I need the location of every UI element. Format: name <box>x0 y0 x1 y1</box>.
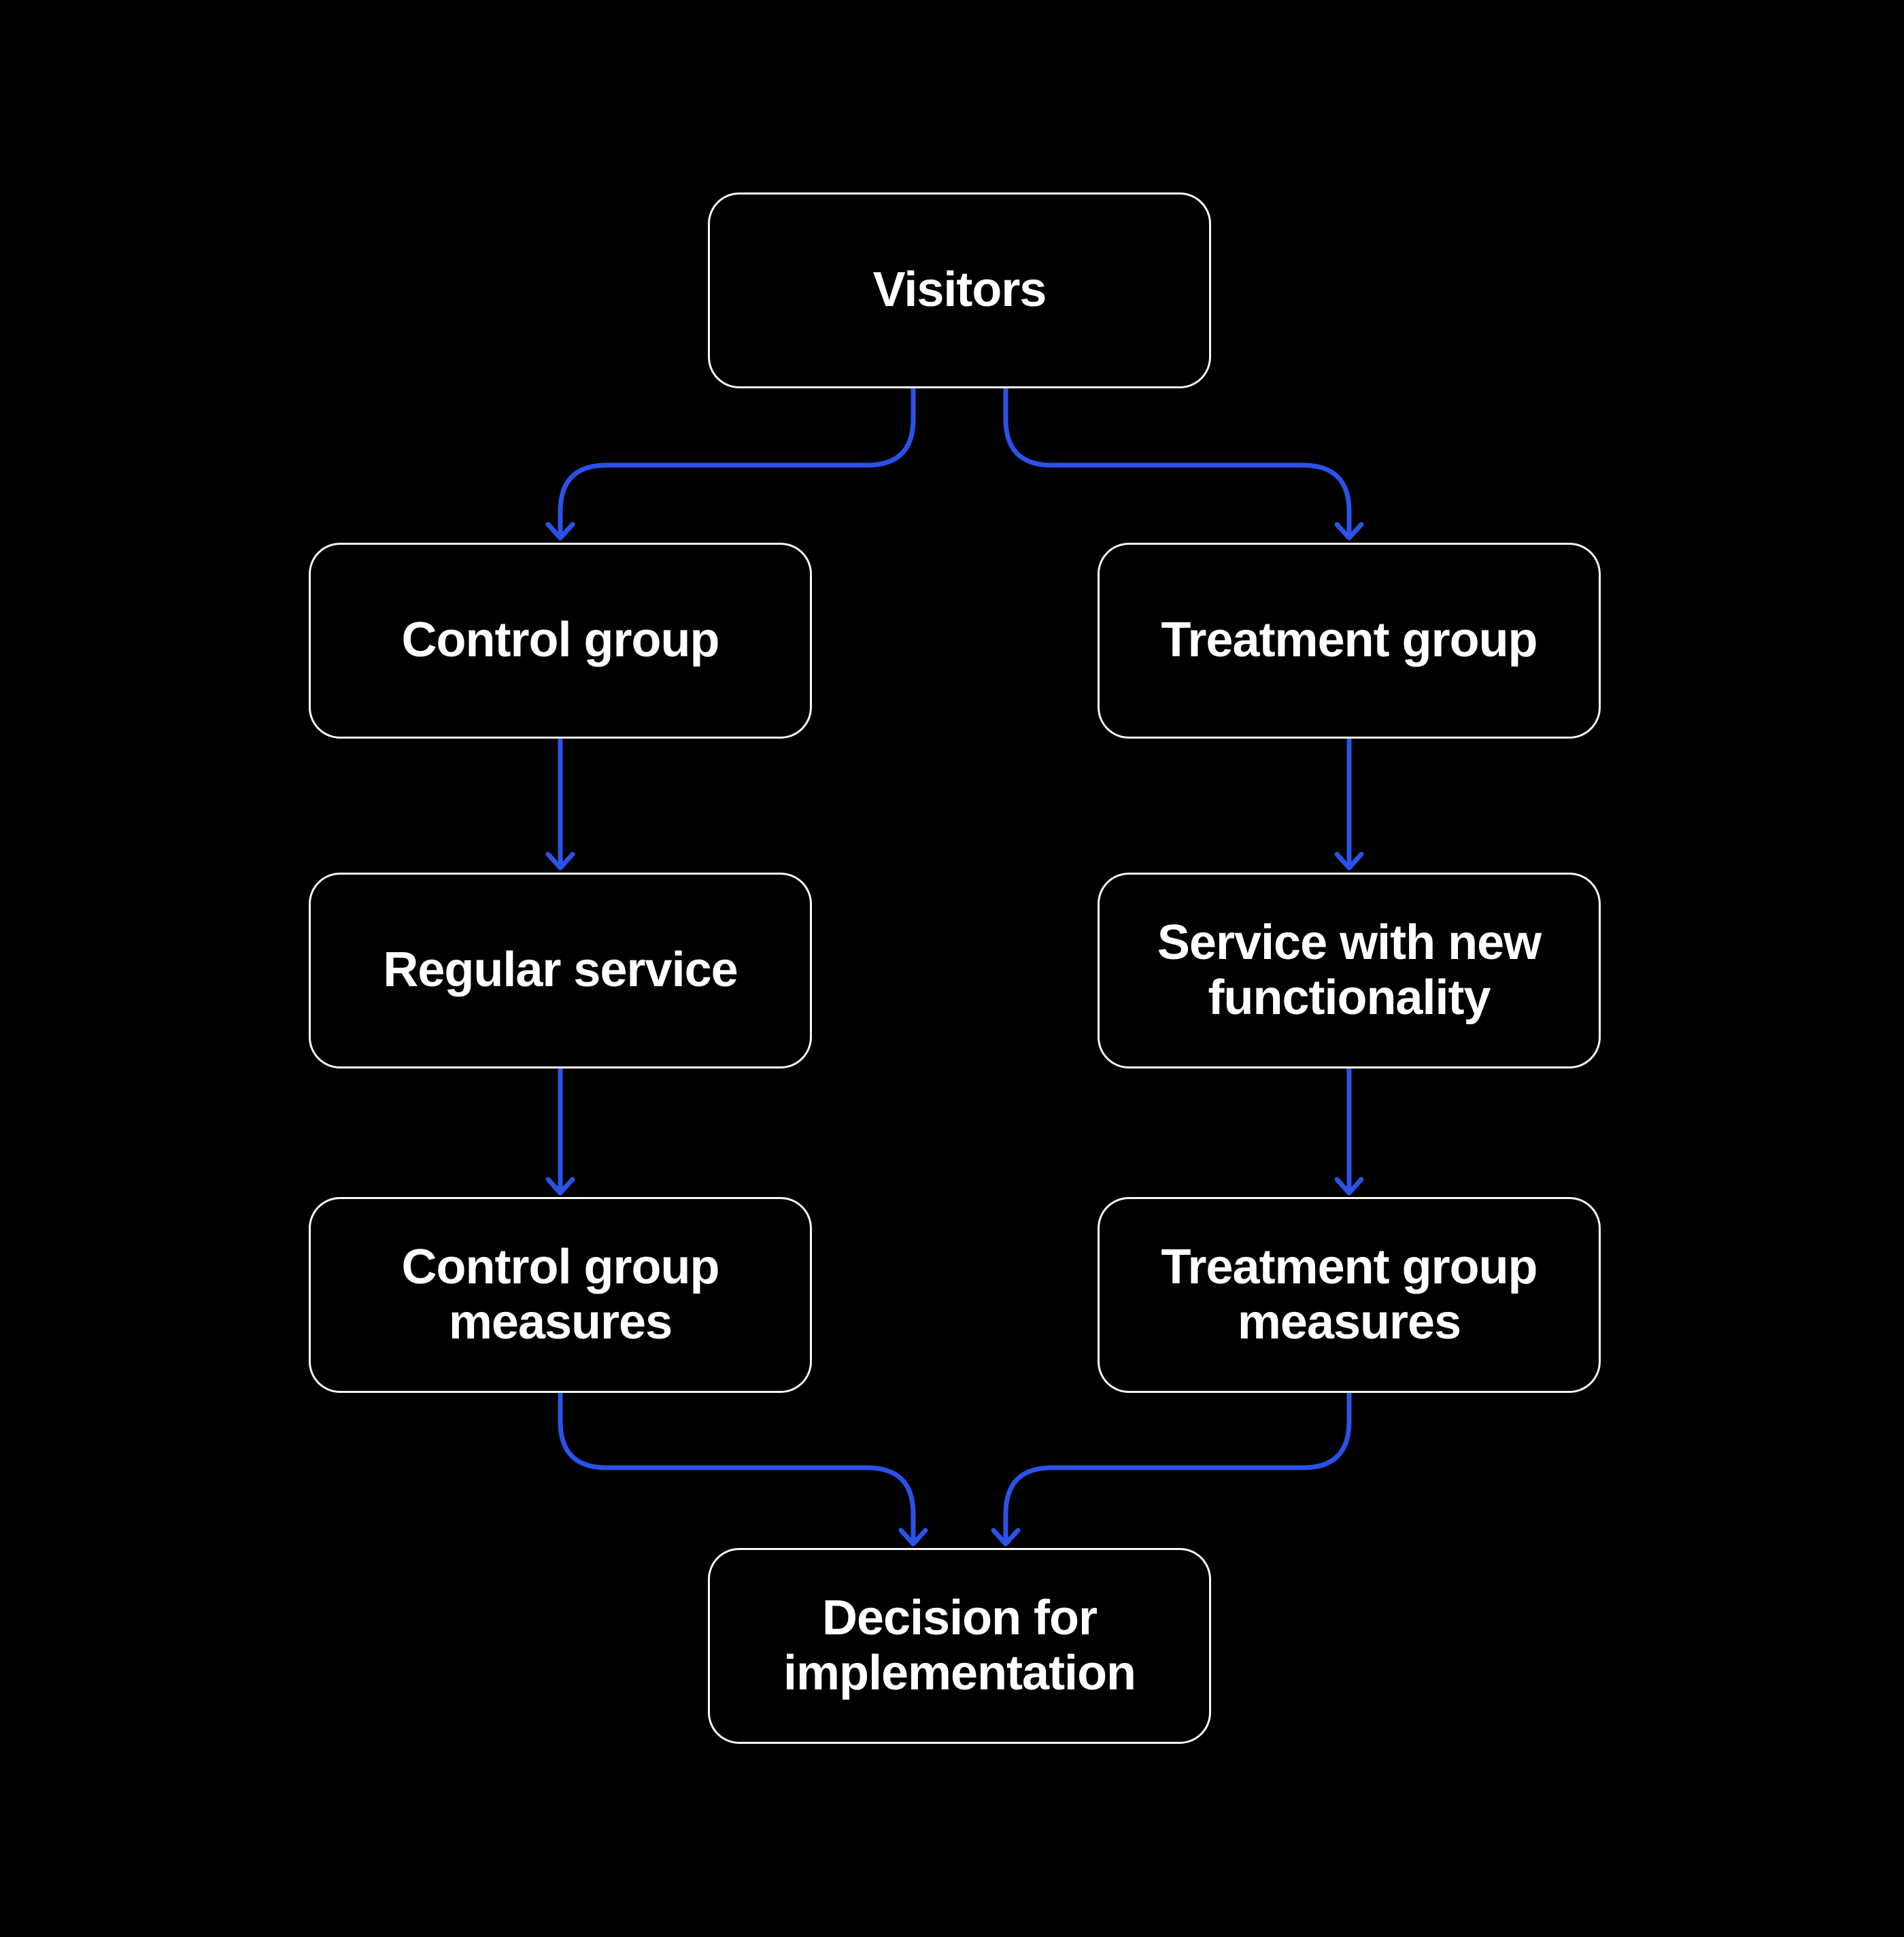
edge-control-group-to-regular-service <box>545 736 575 871</box>
edge-treatment-measures-to-decision <box>991 1390 1352 1547</box>
edge-service-new-to-treatment-measures <box>1334 1066 1364 1196</box>
node-control-group-measures: Control group measures <box>309 1197 812 1393</box>
node-regular-service: Regular service <box>309 873 812 1068</box>
node-visitors: Visitors <box>708 192 1211 388</box>
node-control-group-label: Control group <box>401 613 720 668</box>
edge-visitors-to-control-group <box>545 386 916 541</box>
node-control-group: Control group <box>309 543 812 739</box>
node-decision-for-implementation-label: Decision for implementation <box>783 1590 1136 1700</box>
node-service-with-new-functionality: Service with new functionality <box>1098 873 1601 1068</box>
node-treatment-group-measures-label: Treatment group measures <box>1161 1239 1537 1349</box>
edge-treatment-group-to-service-new <box>1334 736 1364 871</box>
edge-visitors-to-treatment-group <box>1003 386 1364 541</box>
node-service-with-new-functionality-label: Service with new functionality <box>1157 915 1542 1025</box>
node-control-group-measures-label: Control group measures <box>401 1239 720 1349</box>
edge-regular-service-to-control-measures <box>545 1066 575 1196</box>
node-treatment-group-label: Treatment group <box>1161 613 1537 668</box>
node-treatment-group-measures: Treatment group measures <box>1098 1197 1601 1393</box>
node-visitors-label: Visitors <box>872 263 1047 318</box>
node-treatment-group: Treatment group <box>1098 543 1601 739</box>
edge-control-measures-to-decision <box>558 1390 928 1547</box>
node-decision-for-implementation: Decision for implementation <box>708 1548 1211 1744</box>
node-regular-service-label: Regular service <box>383 943 738 998</box>
